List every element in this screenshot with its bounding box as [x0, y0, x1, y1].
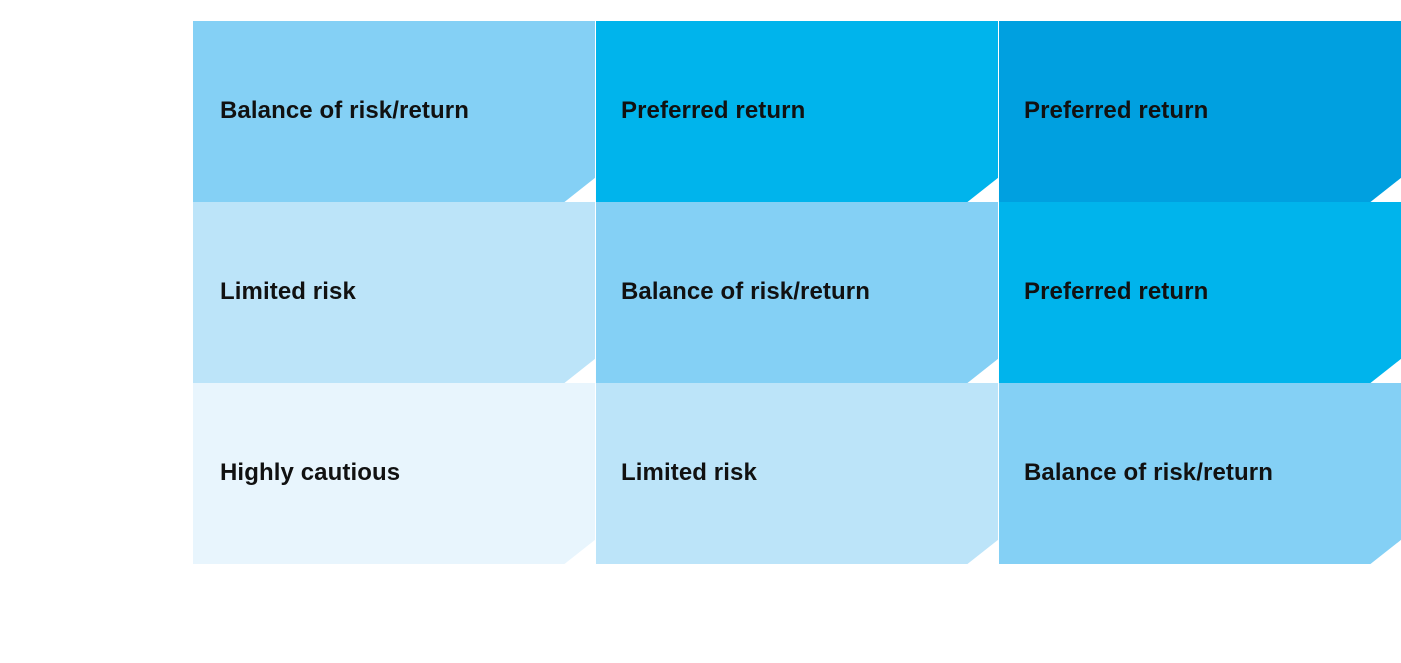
- matrix-cell-label: Limited risk: [621, 458, 757, 486]
- matrix-cell-r2-c1: Limited risk: [193, 202, 595, 383]
- matrix-cell-label: Balance of risk/return: [621, 277, 870, 305]
- matrix-cell-r2-c3: Preferred return: [999, 202, 1401, 383]
- matrix-cell-r1-c2: Preferred return: [596, 21, 998, 202]
- matrix-cell-r1-c1: Balance of risk/return: [193, 21, 595, 202]
- matrix-cell-r1-c3: Preferred return: [999, 21, 1401, 202]
- matrix-cell-r3-c3: Balance of risk/return: [999, 383, 1401, 564]
- matrix-cell-label: Preferred return: [1024, 277, 1209, 305]
- matrix-cell-label: Limited risk: [220, 277, 356, 305]
- matrix-cell-label: Balance of risk/return: [1024, 458, 1273, 486]
- matrix-cell-r2-c2: Balance of risk/return: [596, 202, 998, 383]
- matrix-cell-label: Preferred return: [621, 96, 806, 124]
- risk-return-matrix: Balance of risk/return Preferred return …: [193, 21, 1401, 564]
- matrix-cell-label: Balance of risk/return: [220, 96, 469, 124]
- matrix-cell-label: Highly cautious: [220, 458, 401, 486]
- matrix-cell-r3-c2: Limited risk: [596, 383, 998, 564]
- matrix-cell-r3-c1: Highly cautious: [193, 383, 595, 564]
- matrix-cell-label: Preferred return: [1024, 96, 1209, 124]
